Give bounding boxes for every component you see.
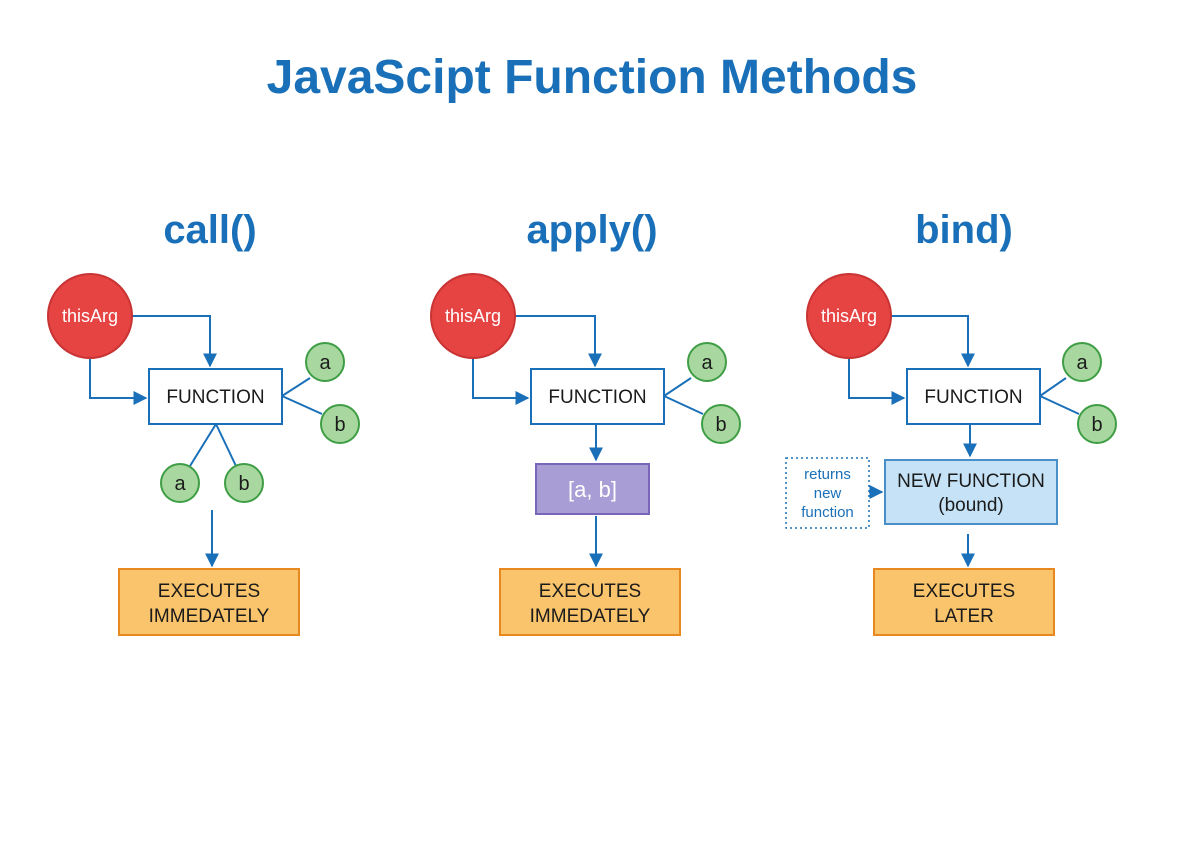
bind-thisarg-to-function-connector [886, 315, 975, 368]
call-function-box [148, 368, 283, 425]
bind-note-line-2: new [814, 485, 842, 502]
apply-arg-b-connector [663, 395, 704, 415]
bind-side-arg-b [1077, 404, 1117, 444]
call-heading: call() [163, 208, 256, 252]
apply-side-arg-b-label: b [715, 414, 726, 436]
apply-array-box [535, 463, 650, 515]
apply-thisarg-label: thisArg [445, 306, 501, 326]
call-thisarg-label: thisArg [62, 306, 118, 326]
bind-side-arg-b-label: b [1091, 414, 1102, 436]
bind-new-function-box [884, 459, 1058, 525]
bind-side-arg-a [1062, 342, 1102, 382]
call-bottom-arg-b [224, 463, 264, 503]
call-side-arg-b-label: b [334, 414, 345, 436]
apply-arg-a-connector [663, 377, 692, 397]
panel-bind: bind) thisArg FUNCTION a b returns new [785, 208, 1117, 636]
bind-note-box [785, 457, 870, 529]
apply-side-arg-b [701, 404, 741, 444]
apply-thisarg-to-function-connector [512, 315, 602, 368]
panel-apply: apply() thisArg FUNCTION a b [a, b] [430, 208, 741, 636]
bind-note-line-1: returns [804, 466, 851, 483]
apply-result-box [499, 568, 681, 636]
call-bottom-arg-a-connector [189, 423, 217, 467]
bind-result-box [873, 568, 1055, 636]
bind-function-box [906, 368, 1041, 425]
call-function-label: FUNCTION [166, 387, 264, 408]
bind-arg-b-connector [1039, 395, 1080, 415]
call-result-line-1: EXECUTES [158, 581, 260, 602]
apply-result-line-2: IMMEDATELY [530, 606, 651, 627]
bind-result-line-2: LATER [934, 606, 994, 627]
call-thisarg-side-connector [89, 345, 148, 405]
bind-thisarg-side-connector [848, 345, 906, 405]
apply-result-line-1: EXECUTES [539, 581, 641, 602]
call-side-arg-a [305, 342, 345, 382]
apply-side-arg-a [687, 342, 727, 382]
call-arg-b-connector [281, 395, 323, 415]
bind-thisarg-label: thisArg [821, 306, 877, 326]
call-result-line-2: IMMEDATELY [149, 606, 270, 627]
bind-thisarg-node [806, 273, 892, 359]
apply-function-label: FUNCTION [548, 387, 646, 408]
call-bottom-arg-b-label: b [238, 473, 249, 495]
apply-array-label: [a, b] [568, 477, 617, 502]
call-side-arg-a-label: a [319, 352, 331, 374]
call-arg-a-connector [281, 377, 311, 397]
panel-call: call() thisArg FUNCTION a b a b [47, 208, 360, 636]
call-bottom-arg-a [160, 463, 200, 503]
call-result-box [118, 568, 300, 636]
call-thisarg-node [47, 273, 133, 359]
call-side-arg-b [320, 404, 360, 444]
call-bottom-arg-a-label: a [174, 473, 186, 495]
call-bottom-arg-b-connector [215, 423, 237, 467]
bind-new-function-line-2: (bound) [938, 495, 1004, 516]
bind-function-label: FUNCTION [924, 387, 1022, 408]
page-title: JavaScipt Function Methods [266, 51, 918, 104]
bind-note-line-3: function [801, 504, 854, 521]
apply-heading: apply() [526, 208, 657, 252]
call-thisarg-to-function-connector [128, 315, 217, 368]
apply-thisarg-side-connector [472, 345, 530, 405]
bind-result-line-1: EXECUTES [913, 581, 1015, 602]
apply-side-arg-a-label: a [701, 352, 713, 374]
apply-function-box [530, 368, 665, 425]
bind-side-arg-a-label: a [1076, 352, 1088, 374]
bind-arg-a-connector [1039, 377, 1067, 397]
apply-thisarg-node [430, 273, 516, 359]
bind-new-function-line-1: NEW FUNCTION [897, 471, 1045, 492]
bind-heading: bind) [915, 208, 1013, 252]
